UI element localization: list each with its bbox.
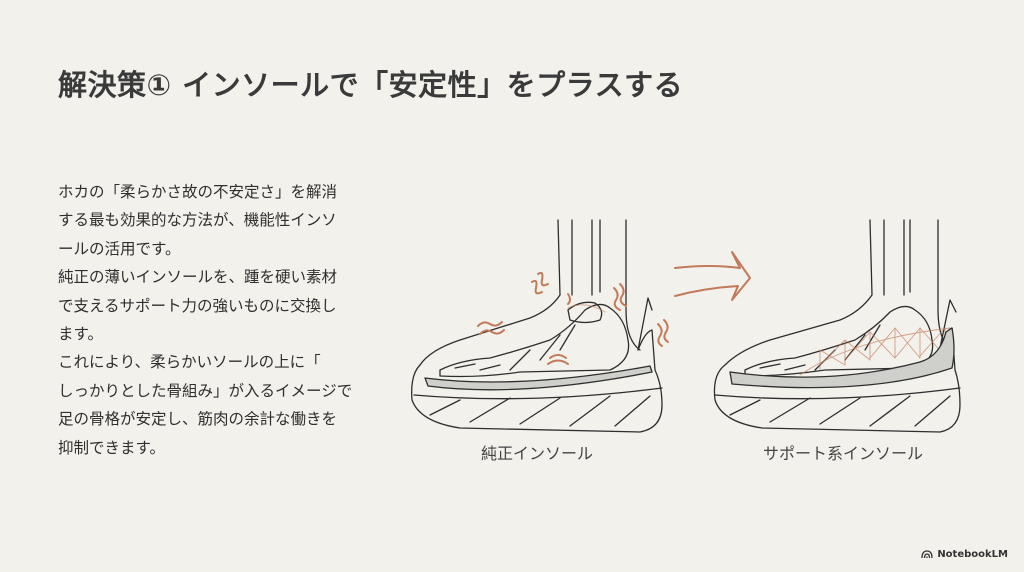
caption-support-insole: サポート系インソール: [763, 444, 924, 463]
notebooklm-logo-icon: [921, 550, 933, 559]
body-line: 純正の薄いインソールを、踵を硬い素材: [58, 268, 338, 287]
arrow-right-icon: [674, 251, 751, 301]
body-line: しっかりとした骨組み」が入るイメージで: [58, 381, 353, 400]
body-line: 抑制できます。: [58, 438, 165, 457]
shoe-skeleton-supported-icon: [713, 219, 961, 433]
notebooklm-brand: NotebookLM: [921, 549, 1008, 560]
brand-label: NotebookLM: [937, 549, 1008, 560]
caption-standard-insole: 純正インソール: [481, 444, 594, 463]
body-line: 足の骨格が安定し、筋肉の余計な働きを: [58, 410, 338, 429]
body-line: で支えるサポート力の強いものに交換し: [58, 296, 337, 315]
shoe-skeleton-unstable-icon: [411, 219, 669, 433]
body-line: これにより、柔らかいソールの上に「: [58, 353, 321, 372]
body-line: ールの活用です。: [58, 239, 181, 258]
insole-comparison-illustration: [400, 200, 1000, 440]
slide-title: 解決策① インソールで「安定性」をプラスする: [58, 68, 684, 102]
body-line: ます。: [58, 325, 103, 344]
body-line: ホカの「柔らかさ故の不安定さ」を解消: [58, 183, 338, 201]
body-line: する最も効果的な方法が、機能性インソ: [58, 211, 337, 230]
body-text: ホカの「柔らかさ故の不安定さ」を解消 する最も効果的な方法が、機能性インソ ール…: [58, 178, 403, 462]
